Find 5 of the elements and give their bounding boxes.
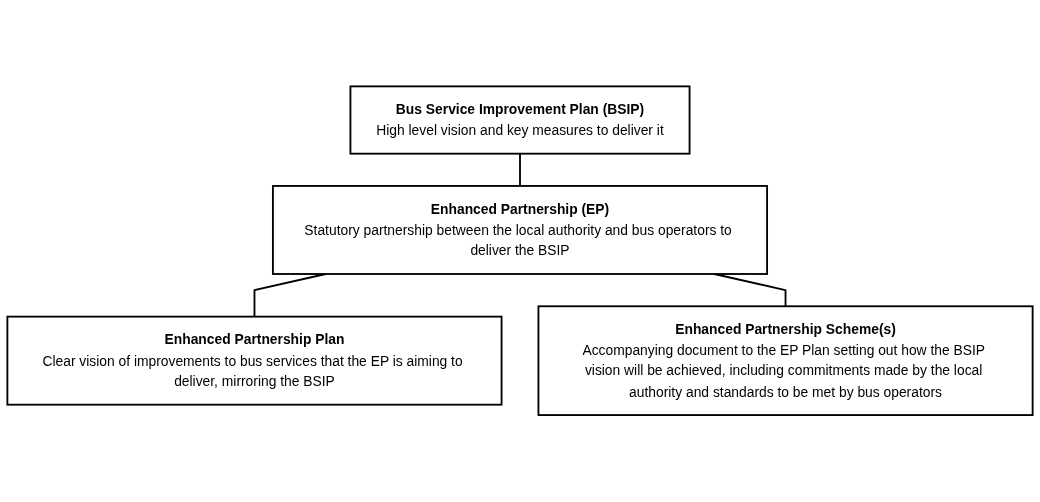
connector [519,153,521,188]
node-box: Enhanced Partnership Plan Clear vision of improvements to bus services that the EP is aiming to deliver, mirroring the BSIP [6,316,503,406]
node-box: Bus Service Improvement Plan (BSIP) High level vision and key measures to deliver it [349,85,691,155]
node-box: Enhanced Partnership (EP) Statutory partnership between the local authority and bus operators to deliver the BSIP [272,185,768,276]
node-box: Enhanced Partnership Scheme(s) Accompanying document to the EP Plan setting out how the BSIP vision will be achieved, including commitments made by the local authority and standards to be met by bus operators [537,305,1034,417]
